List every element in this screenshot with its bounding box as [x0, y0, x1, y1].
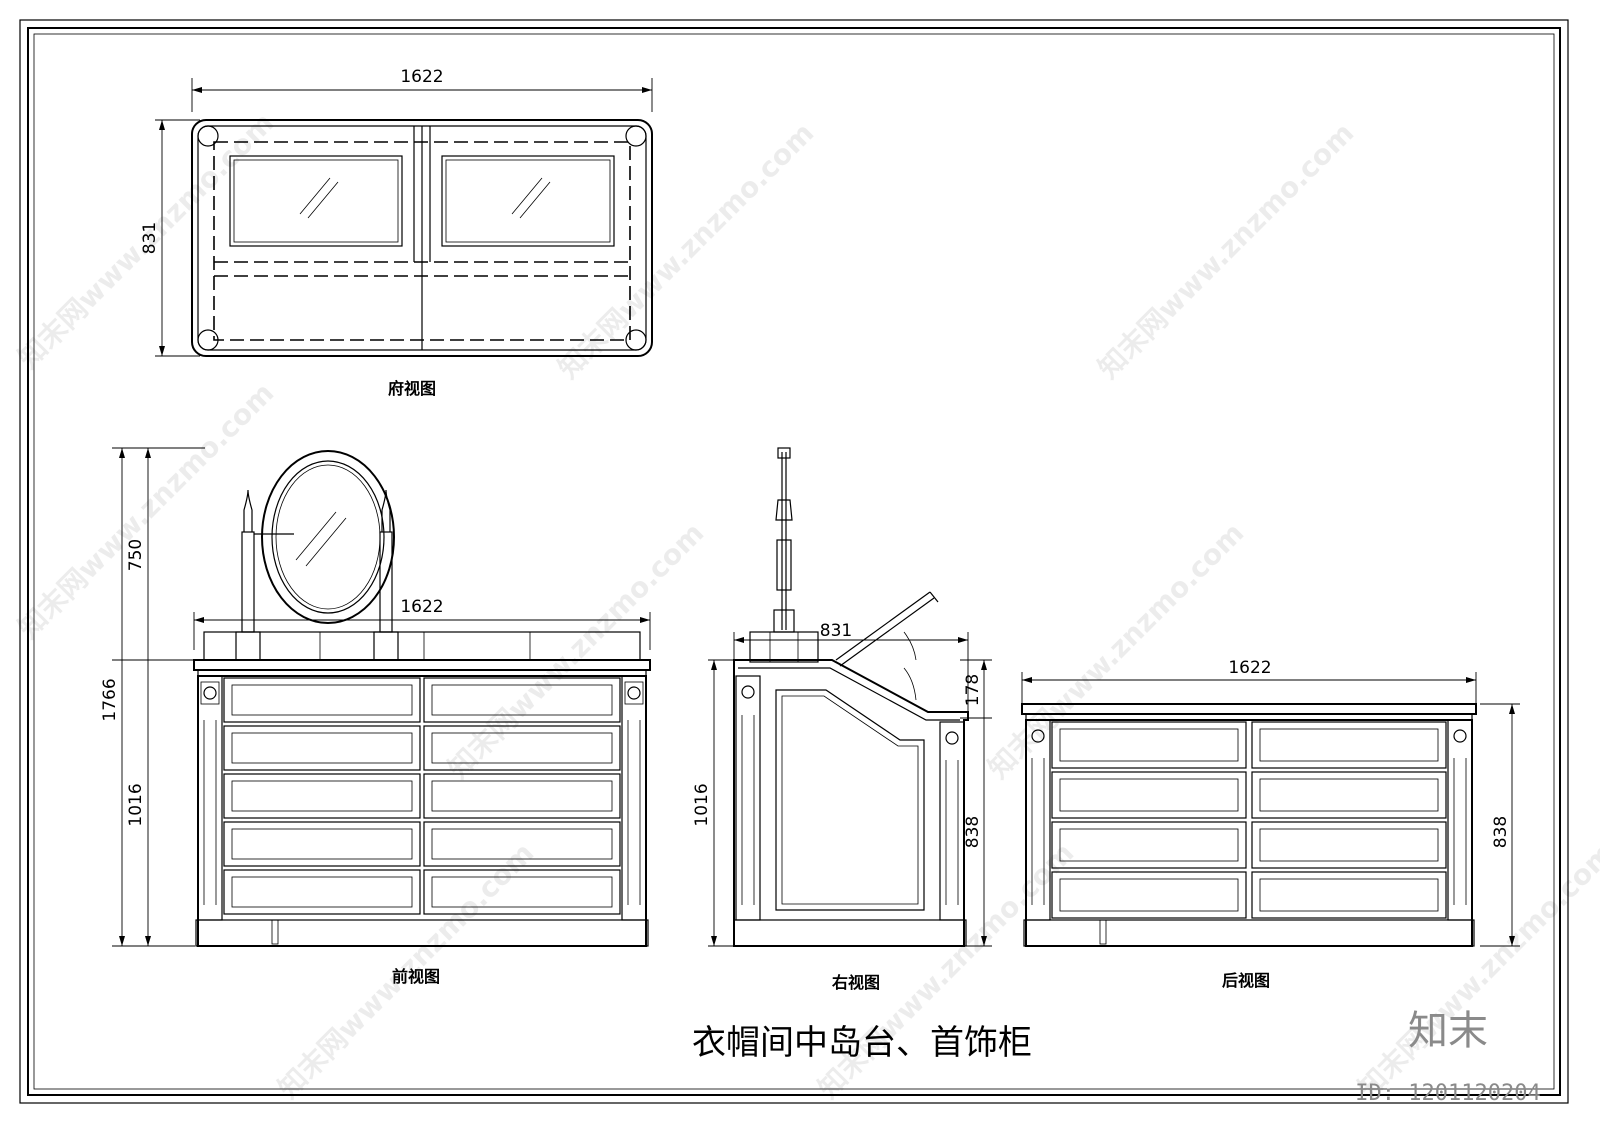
right-slope-height-dim: 178 — [963, 674, 983, 706]
back-height-dim: 838 — [1491, 816, 1511, 848]
front-mirror-height-dim: 750 — [126, 539, 146, 571]
front-body-height-dim: 1016 — [126, 783, 146, 826]
drawing-title: 衣帽间中岛台、首饰柜 — [692, 1023, 1032, 1063]
outer-frame — [19, 19, 1569, 1104]
right-view: 831 178 838 1016 右视图 — [692, 447, 992, 992]
back-view: 1622 838 后视图 — [1021, 658, 1520, 990]
front-view: 1766 750 1016 1622 — [100, 447, 651, 986]
front-total-height-dim: 1766 — [100, 678, 120, 721]
right-view-label: 右视图 — [832, 973, 880, 992]
back-width-dim: 1622 — [1228, 658, 1271, 678]
watermark-text: 知末网www.znzmo.com — [272, 836, 541, 1105]
watermark-text: 知末网www.znzmo.com — [12, 376, 281, 645]
right-lower-height-dim: 838 — [963, 816, 983, 848]
back-view-label: 后视图 — [1222, 971, 1270, 990]
inner-frame — [27, 27, 1561, 1096]
watermarks: 知末网www.znzmo.com 知末网www.znzmo.com 知末网www… — [12, 106, 1600, 1105]
brand-watermark: 知末 — [1408, 1008, 1488, 1054]
watermark-text: 知末网www.znzmo.com — [12, 106, 281, 375]
top-width-dim: 1622 — [400, 67, 443, 87]
right-body-height-dim: 1016 — [692, 783, 712, 826]
watermark-text: 知末网www.znzmo.com — [982, 516, 1251, 785]
front-width-dim: 1622 — [400, 597, 443, 617]
watermark-text: 知末网www.znzmo.com — [1092, 116, 1361, 385]
watermark-text: 知末网www.znzmo.com — [442, 516, 711, 785]
top-depth-dim: 831 — [140, 222, 160, 254]
image-id-label: ID: 1201120204 — [1355, 1081, 1540, 1106]
drawing-border — [33, 33, 1555, 1090]
top-view-label: 府视图 — [388, 379, 436, 398]
top-view: 1622 831 府视图 — [140, 67, 653, 398]
right-depth-dim: 831 — [820, 621, 852, 641]
front-view-label: 前视图 — [392, 967, 440, 986]
watermark-text: 知末网www.znzmo.com — [1352, 836, 1600, 1105]
